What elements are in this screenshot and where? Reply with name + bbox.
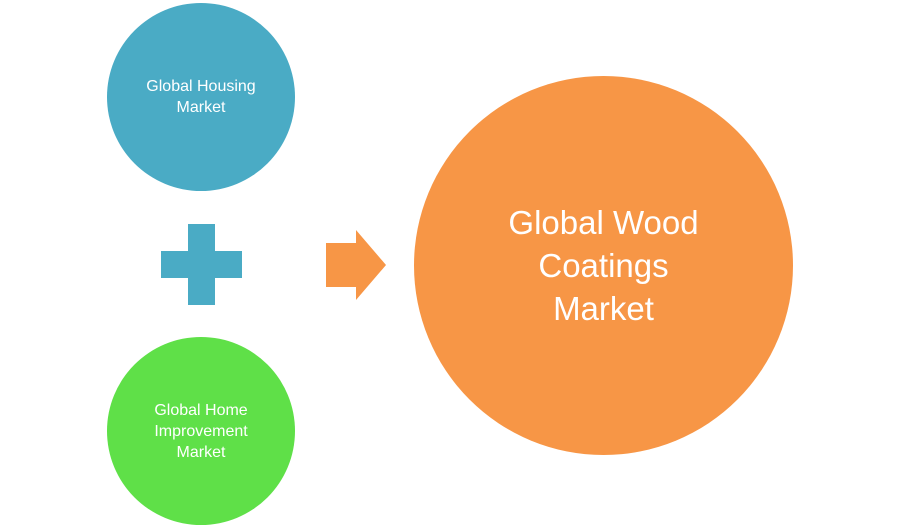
plus-icon: [161, 224, 242, 305]
global-home-improvement-market-node: Global Home Improvement Market: [107, 337, 295, 525]
plus-vertical-bar: [188, 224, 215, 305]
global-housing-market-label: Global Housing Market: [146, 78, 256, 116]
global-housing-market-node: Global Housing Market: [107, 3, 295, 191]
global-wood-coatings-market-node: Global Wood Coatings Market: [414, 76, 793, 455]
arrow-right-icon: [326, 230, 386, 300]
global-wood-coatings-market-label: Global Wood Coatings Market: [508, 204, 699, 327]
global-home-improvement-market-label: Global Home Improvement Market: [154, 401, 248, 461]
